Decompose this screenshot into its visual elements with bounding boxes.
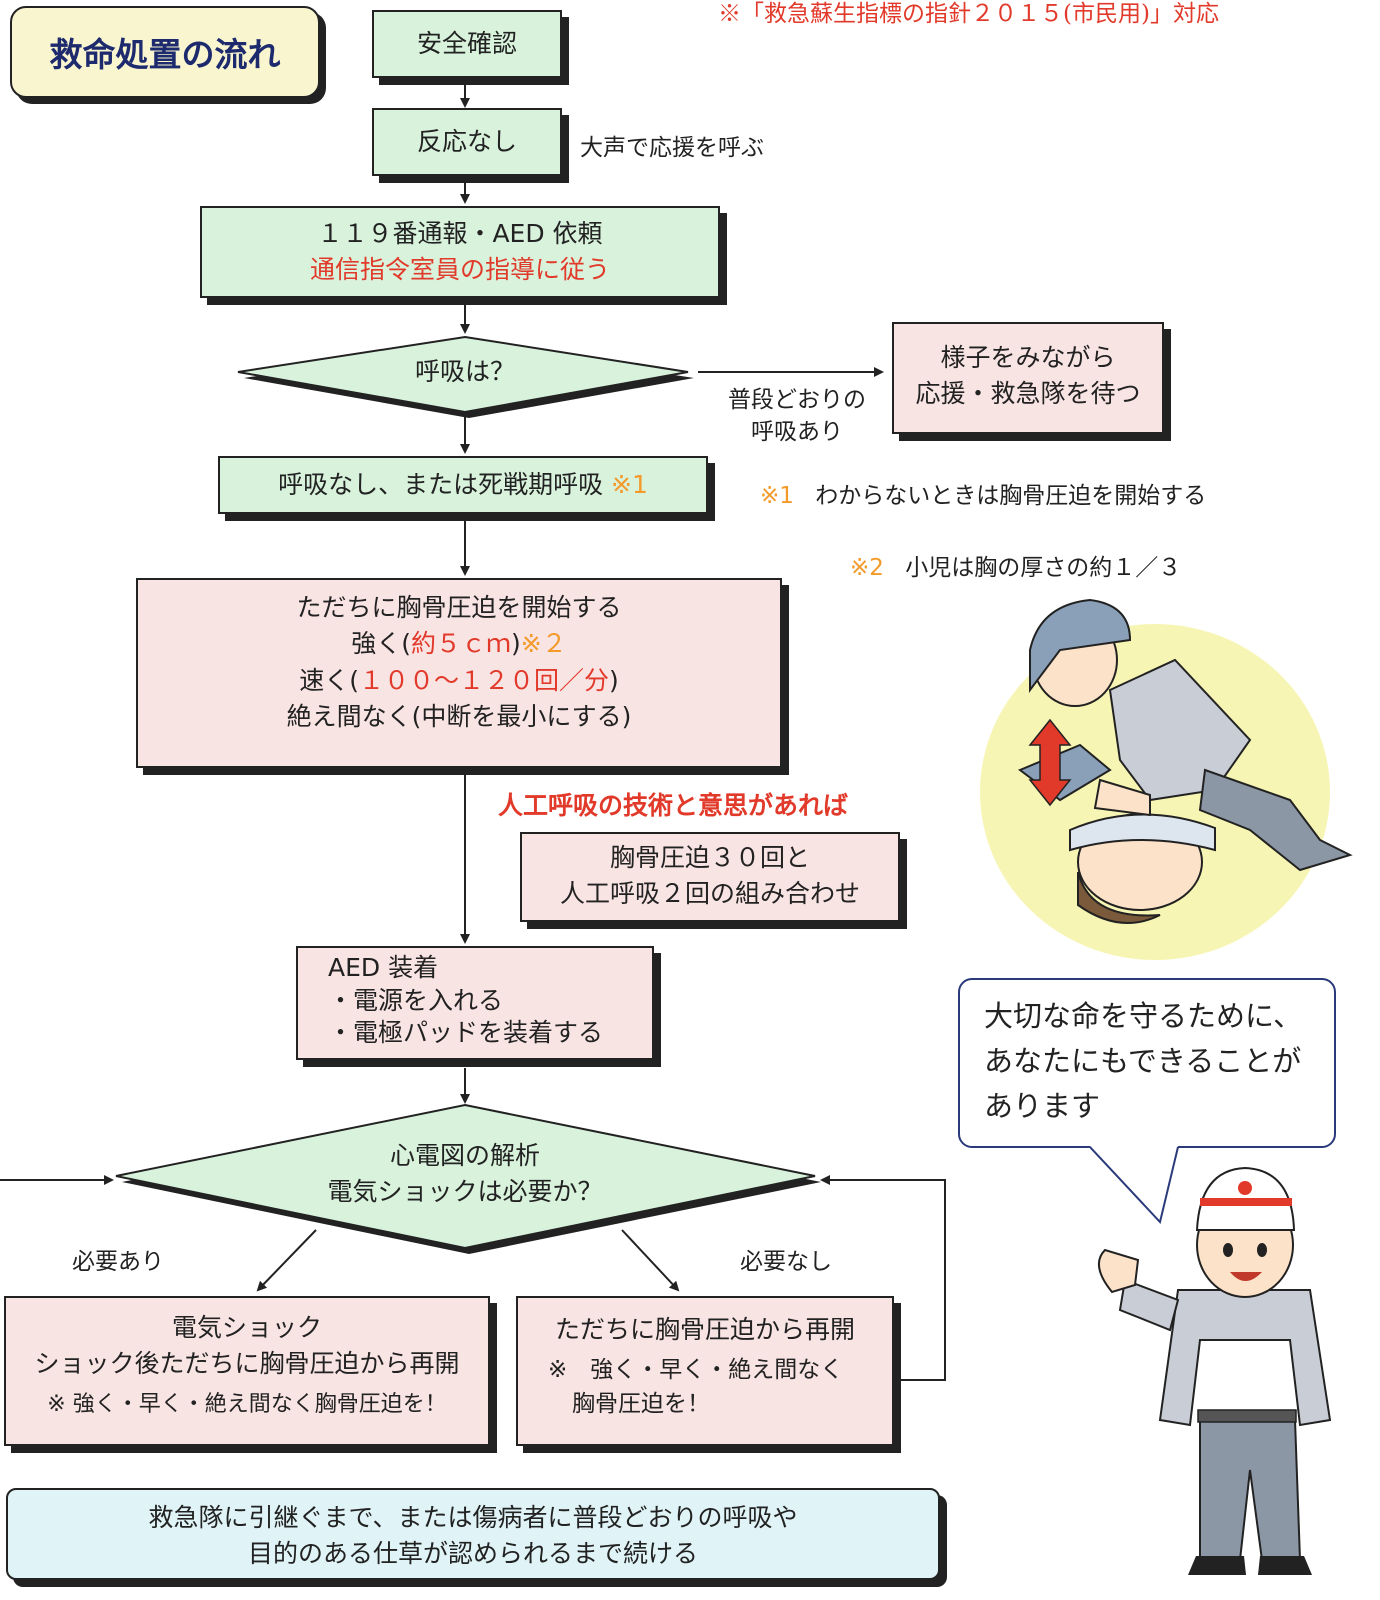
continue-until-handover: 救急隊に引継ぐまで、または傷病者に普段どおりの呼吸や 目的のある仕草が認められる… <box>6 1488 940 1580</box>
rescue-breath-condition: 人工呼吸の技術と意思があれば <box>498 791 849 820</box>
step-chest-compressions: ただちに胸骨圧迫を開始する 強く(約５ｃｍ)※２ 速く(１００～１２０回／分) … <box>136 578 782 768</box>
normal-breathing-branch-label: 普段どおりの 呼吸あり <box>712 384 882 448</box>
connector-arrows <box>0 80 946 1381</box>
cpr-line2-post: ) <box>511 629 521 659</box>
aed-line1: AED 装着 <box>328 953 439 982</box>
cpr-line2: 強く(約５ｃｍ)※２ <box>138 626 780 662</box>
ecg-line1: 心電図の解析 <box>389 1141 540 1170</box>
no-breathing-label: 呼吸なし、または死戦期呼吸 ※1 <box>220 458 706 512</box>
breathing-decision-diamond <box>237 335 694 418</box>
step-no-response: 反応なし <box>372 108 562 176</box>
note2-ref-mark: ※２ <box>520 629 567 659</box>
title-panel: 救命処置の流れ <box>10 6 320 98</box>
breathing-question: 呼吸は？ <box>414 357 515 386</box>
shock-line2: ショック後ただちに胸骨圧迫から再開 <box>34 1349 460 1379</box>
combo-line2: 人工呼吸２回の組み合わせ <box>559 879 860 909</box>
page-title: 救命処置の流れ <box>49 35 281 74</box>
note1: ※1 わからないときは胸骨圧迫を開始する <box>760 476 1206 510</box>
speech-bubble: 大切な命を守るために、 あなたにもできることが あります <box>958 978 1336 1148</box>
ecg-question: 心電図の解析 電気ショックは必要か？ <box>265 1138 665 1211</box>
step-electric-shock: 電気ショック ショック後ただちに胸骨圧迫から再開 ※ 強く・早く・絶え間なく胸骨… <box>4 1296 490 1446</box>
speech-line3: あります <box>984 1088 1101 1123</box>
step-call-119: １１９番通報・AED 依頼 通信指令室員の指導に従う <box>200 206 720 298</box>
continue-line1: 救急隊に引継ぐまで、または傷病者に普段どおりの呼吸や <box>148 1503 798 1532</box>
step-no-breathing: 呼吸なし、または死戦期呼吸 ※1 <box>218 456 708 514</box>
cpr-line1: ただちに胸骨圧迫を開始する <box>296 593 622 622</box>
step-wait-for-help: 様子をみながら 応援・救急隊を待つ <box>892 322 1164 434</box>
cpr-rate-value: １００～１２０回／分 <box>358 665 609 695</box>
shock-not-needed-label: 必要なし <box>740 1249 832 1275</box>
cpr-line4: 絶え間なく(中断を最小にする) <box>286 701 632 731</box>
resume-line2: ※ 強く・早く・絶え間なく <box>548 1357 844 1384</box>
dispatcher-guidance-label: 通信指令室員の指導に従う <box>309 255 610 285</box>
aed-line2: ・電源を入れる <box>328 985 504 1015</box>
firefighter-illustration <box>1097 1166 1332 1575</box>
speech-line2: あなたにもできることが <box>984 1043 1302 1078</box>
ecg-decision-diamond <box>115 1103 821 1254</box>
cpr-depth-value: 約５ｃｍ <box>411 629 512 659</box>
note2-mark: ※2 <box>850 555 884 581</box>
resume-line3: 胸骨圧迫を！ <box>572 1390 710 1417</box>
shock-needed-label: 必要あり <box>72 1249 164 1275</box>
cpr-line2-pre: 強く( <box>351 629 412 659</box>
note2: ※2 小児は胸の厚さの約１／３ <box>850 548 1181 582</box>
step-safety-check: 安全確認 <box>372 10 562 78</box>
cpr-line3-post: ) <box>609 665 619 695</box>
speech-bubble-tail <box>1090 1146 1179 1224</box>
resume-line1: ただちに胸骨圧迫から再開 <box>554 1315 855 1344</box>
note2-text: 小児は胸の厚さの約１／３ <box>905 555 1182 581</box>
note1-ref-mark: ※1 <box>611 470 648 499</box>
ecg-line2: 電気ショックは必要か？ <box>327 1177 603 1207</box>
call-119-label: １１９番通報・AED 依頼 <box>317 219 603 248</box>
combo-line1: 胸骨圧迫３０回と <box>609 843 810 872</box>
guideline-note: ※「救急蘇生指標の指針２０１５(市民用)」対応 <box>718 1 1219 27</box>
step-resume-compressions: ただちに胸骨圧迫から再開 ※ 強く・早く・絶え間なく 胸骨圧迫を！ <box>516 1296 894 1446</box>
step-aed-attach: AED 装着 ・電源を入れる ・電極パッドを装着する <box>296 946 654 1060</box>
no-breathing-text: 呼吸なし、または死戦期呼吸 <box>278 470 604 499</box>
call-for-help-note: 大声で応援を呼ぶ <box>580 135 764 161</box>
cpr-line3-pre: 速く( <box>299 665 359 695</box>
note1-mark: ※1 <box>760 483 794 509</box>
step-compression-breath-combo: 胸骨圧迫３０回と 人工呼吸２回の組み合わせ <box>520 832 900 922</box>
continue-line2: 目的のある仕草が認められるまで続ける <box>247 1539 698 1569</box>
shock-line1: 電気ショック <box>171 1313 322 1342</box>
shock-line3: ※ 強く・早く・絶え間なく胸骨圧迫を！ <box>47 1391 447 1417</box>
wait-line2: 応援・救急隊を待つ <box>915 379 1141 409</box>
wait-line1: 様子をみながら <box>940 343 1116 372</box>
step-no-response-label: 反応なし <box>416 127 517 156</box>
normal-breathing-line2: 呼吸あり <box>751 419 843 446</box>
cpr-line3: 速く(１００～１２０回／分) <box>138 663 780 699</box>
note1-text: わからないときは胸骨圧迫を開始する <box>815 483 1207 509</box>
normal-breathing-line1: 普段どおりの <box>728 387 866 413</box>
cpr-illustration <box>980 598 1353 960</box>
step-safety-check-label: 安全確認 <box>416 29 517 58</box>
aed-line3: ・電極パッドを装着する <box>328 1018 604 1047</box>
speech-line1: 大切な命を守るために、 <box>984 999 1303 1033</box>
